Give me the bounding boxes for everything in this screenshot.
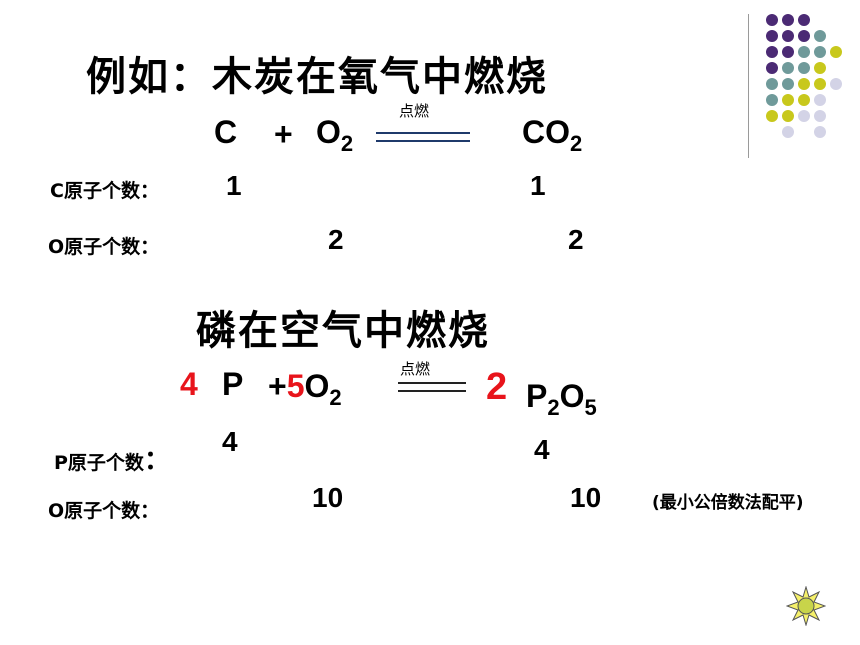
eq2-coefficient-o2: 5 — [286, 368, 305, 404]
dot — [766, 78, 778, 90]
eq1-arrow-line-bottom — [376, 140, 470, 142]
dot — [766, 110, 778, 122]
dot — [782, 126, 794, 138]
dot — [782, 46, 794, 58]
o-count-right-1: 2 — [568, 224, 584, 255]
dot — [766, 30, 778, 42]
dot — [782, 94, 794, 106]
dot — [798, 78, 810, 90]
dot — [814, 30, 826, 42]
p-atom-count-colon: ： — [143, 446, 170, 476]
eq2-condition: 点燃 — [400, 360, 431, 378]
dot — [798, 14, 810, 26]
eq2-reactant-o2: +5O2 — [268, 368, 342, 410]
p-atom-count-text: P原子个数 — [54, 452, 144, 474]
eq1-o-subscript: 2 — [340, 131, 354, 156]
p-count-right: 4 — [534, 434, 550, 465]
o-count-right-2: 10 — [570, 482, 602, 513]
c-atom-count-label: C原子个数： — [50, 180, 159, 202]
eq1-co-subscript: 2 — [570, 131, 583, 156]
eq1-co-symbol: CO — [522, 114, 570, 150]
o-atom-count-label-1: O原子个数： — [48, 236, 160, 258]
eq2-o-subscript: 2 — [329, 385, 342, 410]
balancing-method-note: (最小公倍数法配平) — [652, 493, 804, 513]
dot — [782, 14, 794, 26]
c-count-left: 1 — [226, 170, 242, 201]
dot — [798, 30, 810, 42]
eq1-reactant-c: C — [214, 114, 238, 150]
dot — [814, 110, 826, 122]
p-atom-count-label: P原子个数： — [54, 440, 170, 477]
eq2-p-subscript: 2 — [547, 395, 560, 420]
eq2-plus: + — [268, 368, 287, 404]
dot — [782, 62, 794, 74]
eq1-arrow-line-top — [376, 132, 470, 134]
o-count-left-2: 10 — [312, 482, 344, 513]
eq1-reactant-o2: O2 — [316, 114, 353, 156]
sun-icon[interactable] — [785, 585, 827, 630]
eq2-o-symbol: O — [304, 368, 330, 404]
dot — [798, 62, 810, 74]
p-count-left: 4 — [222, 426, 238, 457]
dot — [766, 46, 778, 58]
eq1-plus: + — [274, 116, 293, 152]
dot — [782, 78, 794, 90]
eq1-o-symbol: O — [316, 114, 341, 150]
dot — [814, 126, 826, 138]
eq1-condition: 点燃 — [399, 102, 430, 120]
eq2-o5-symbol: O — [559, 378, 585, 414]
eq2-coefficient-p2o5: 2 — [486, 366, 508, 408]
dot — [814, 62, 826, 74]
eq2-coefficient-p: 4 — [180, 366, 198, 402]
dot — [766, 14, 778, 26]
title-phosphorus-burning: 磷在空气中燃烧 — [196, 308, 490, 354]
dot — [830, 46, 842, 58]
dot — [814, 46, 826, 58]
dot — [830, 78, 842, 90]
dot — [798, 110, 810, 122]
dot — [782, 110, 794, 122]
vertical-divider — [748, 14, 749, 158]
dot — [814, 94, 826, 106]
sun-icon-graphic — [785, 585, 827, 627]
c-count-right: 1 — [530, 170, 546, 201]
o-atom-count-label-2: O原子个数： — [48, 500, 160, 522]
dot — [798, 94, 810, 106]
dot — [766, 94, 778, 106]
dot — [798, 46, 810, 58]
dot — [814, 78, 826, 90]
eq2-reactant-p: P — [222, 366, 244, 402]
title-charcoal-burning: 例如：木炭在氧气中燃烧 — [86, 54, 548, 100]
dot — [766, 62, 778, 74]
eq2-o5-subscript: 5 — [584, 395, 597, 420]
dot — [782, 30, 794, 42]
eq2-arrow-line-bottom — [398, 390, 466, 392]
o-count-left-1: 2 — [328, 224, 344, 255]
eq2-arrow-line-top — [398, 382, 466, 384]
eq2-product-p2o5: P2O5 — [526, 378, 597, 420]
eq1-product-co2: CO2 — [522, 114, 582, 156]
eq2-p-symbol: P — [526, 378, 548, 414]
